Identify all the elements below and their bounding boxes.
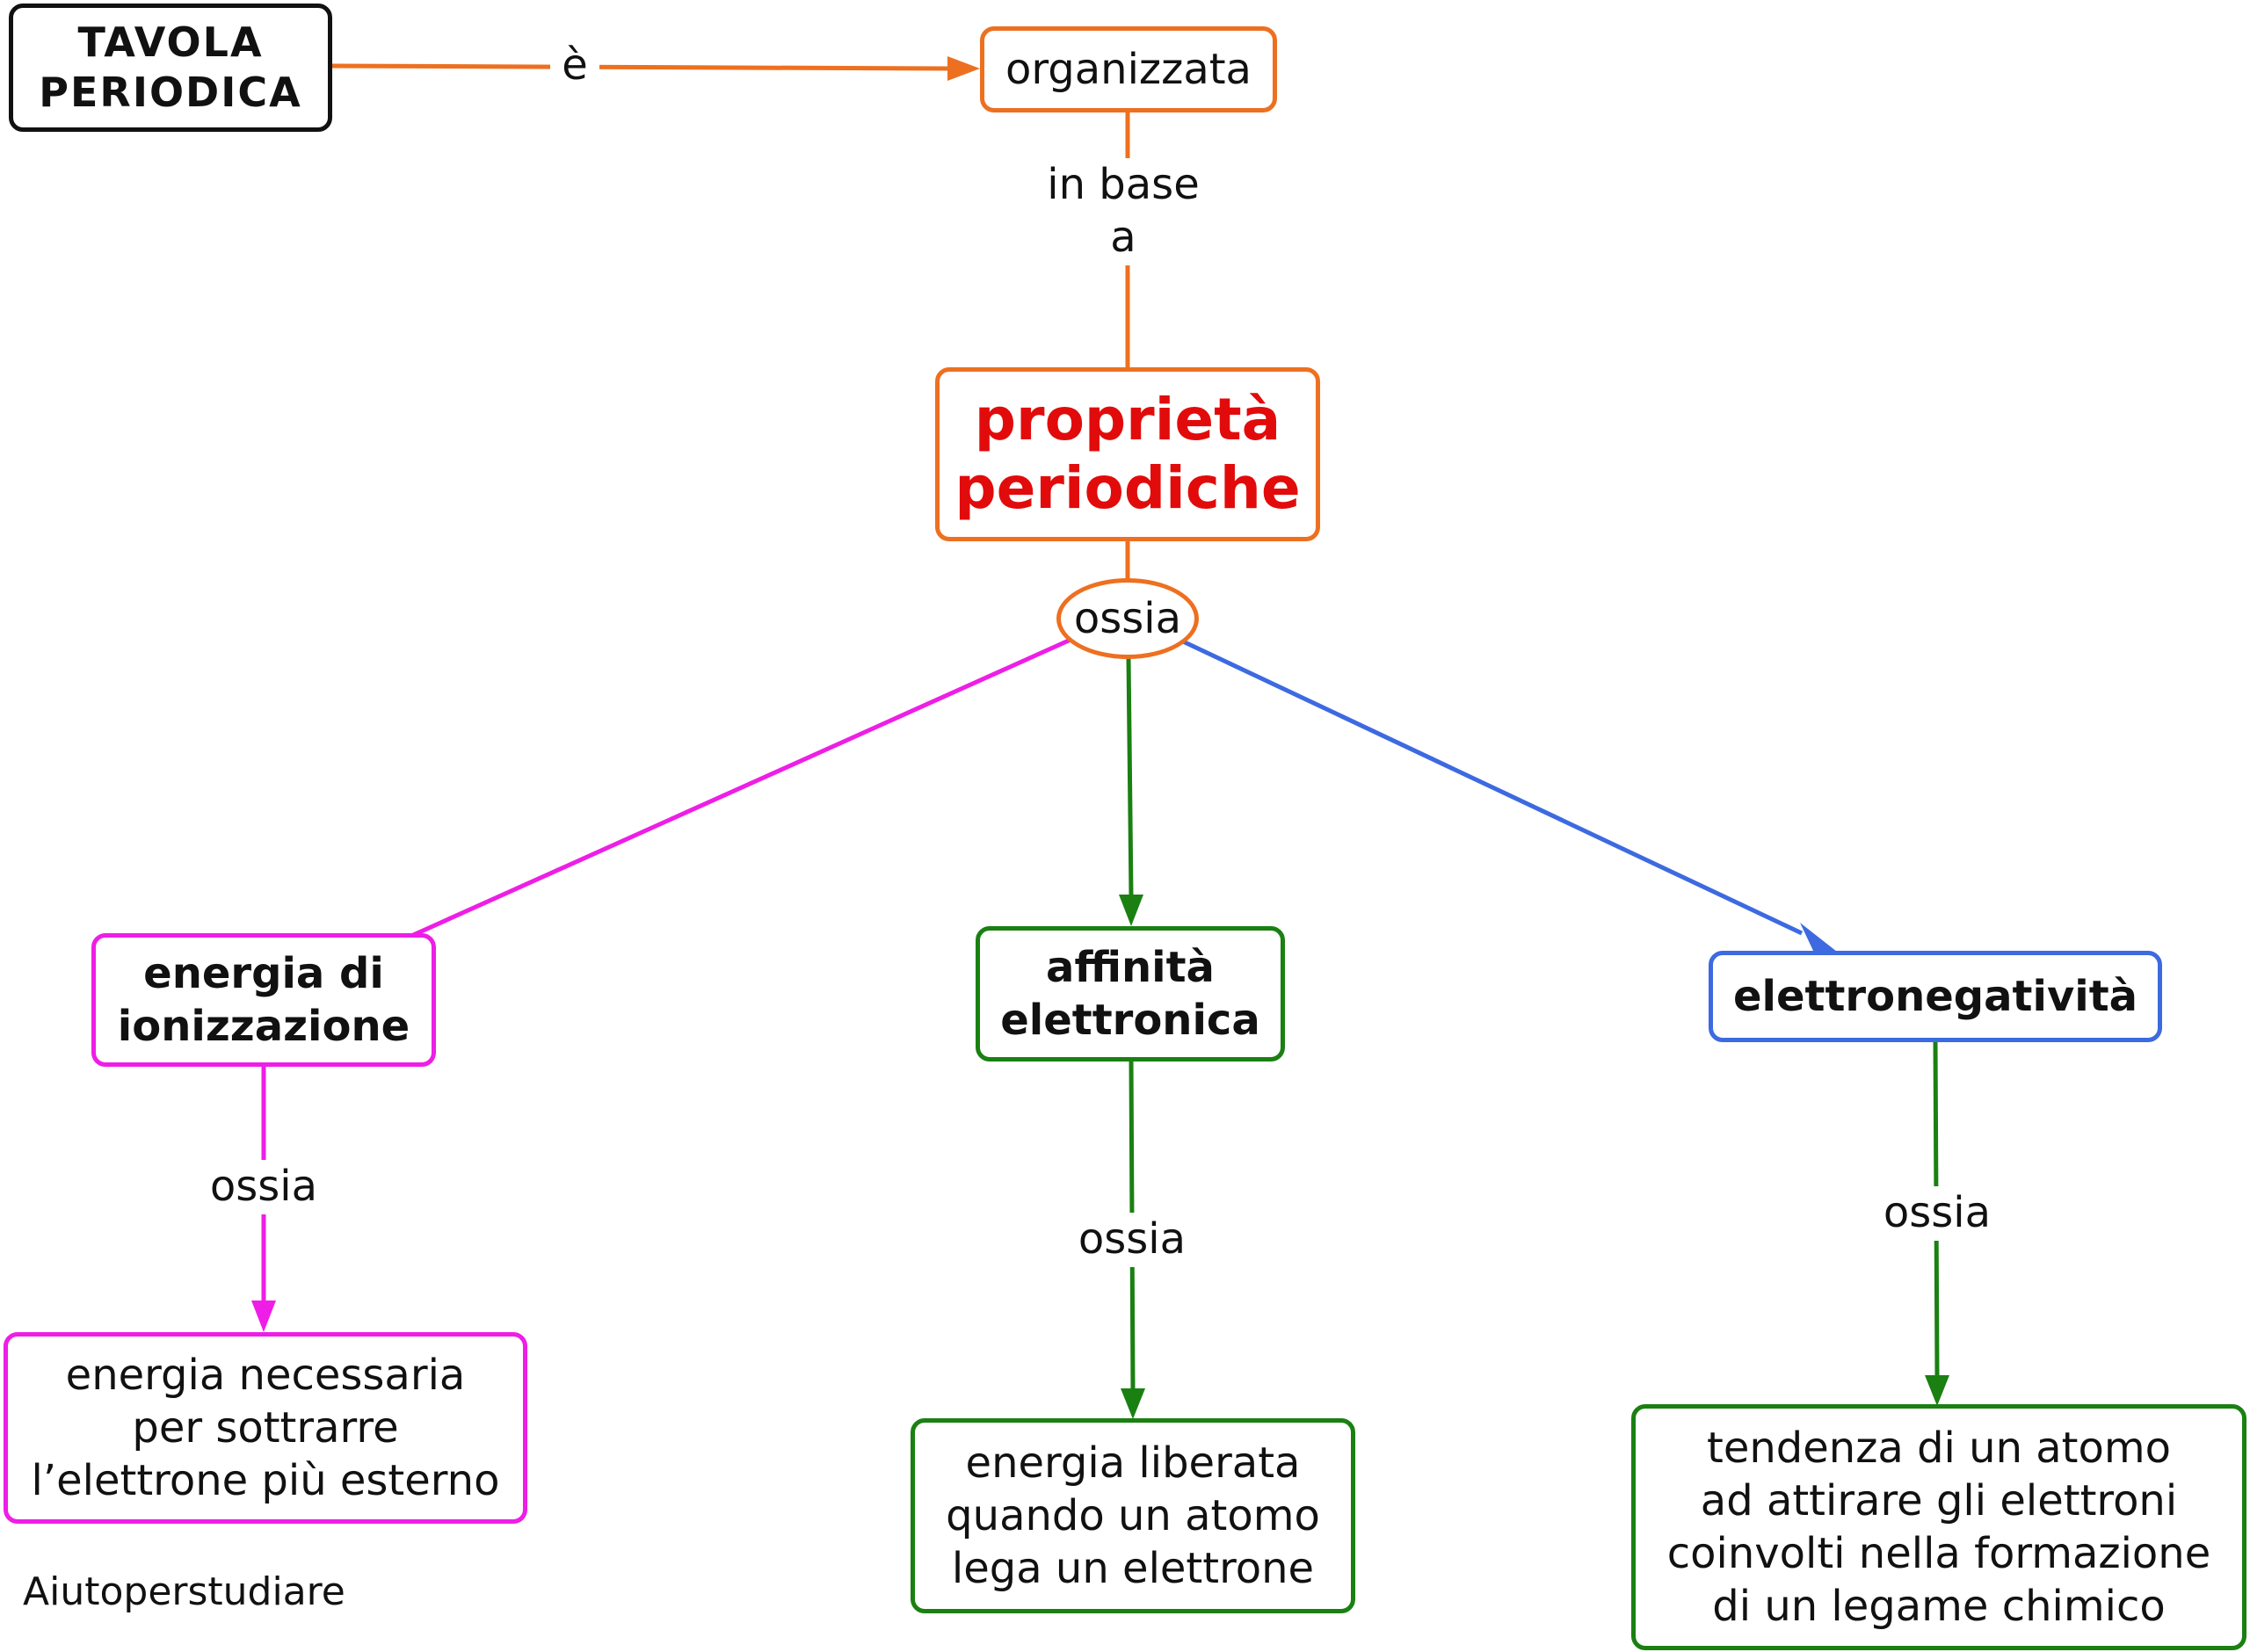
node-tavola-periodica[interactable]: TAVOLA PERIODICA bbox=[9, 4, 332, 132]
node-affinita-elettronica[interactable]: affinità elettronica bbox=[976, 926, 1285, 1061]
node-desc-affinita[interactable]: energia liberata quando un atomo lega un… bbox=[911, 1418, 1355, 1613]
arrowhead-desc-aff bbox=[1121, 1388, 1145, 1419]
arrowhead-desc-eneg bbox=[1925, 1375, 1949, 1406]
link-ossia-elettroneg bbox=[1181, 639, 1804, 936]
arrowhead-desc-ion bbox=[251, 1301, 276, 1332]
arrowhead-elettroneg bbox=[1800, 923, 1837, 953]
node-proprieta-periodiche[interactable]: proprietà periodiche bbox=[935, 367, 1320, 541]
link-ossia-energia-ion bbox=[410, 637, 1072, 938]
link-label-e: è bbox=[550, 39, 599, 93]
link-ossia-affinita bbox=[1126, 656, 1134, 897]
node-elettronegativita[interactable]: elettronegatività bbox=[1709, 951, 2162, 1042]
arrowhead-affinita bbox=[1119, 895, 1143, 926]
node-desc-ionizzazione[interactable]: energia necessaria per sottrarre l’elett… bbox=[4, 1332, 527, 1524]
node-energia-ionizzazione[interactable]: energia di ionizzazione bbox=[91, 933, 436, 1067]
link-label-ossia-ion: ossia bbox=[195, 1160, 332, 1214]
link-tavola-organizzata bbox=[331, 63, 950, 71]
link-label-ossia-eneg: ossia bbox=[1869, 1186, 2006, 1241]
arrowhead-organizzata bbox=[947, 56, 980, 81]
link-label-ossia-aff: ossia bbox=[1063, 1213, 1201, 1267]
link-label-in-base-a: in base a bbox=[1027, 158, 1220, 265]
node-desc-elettronegativita[interactable]: tendenza di un atomo ad attirare gli ele… bbox=[1631, 1404, 2246, 1650]
watermark-text: Aiutoperstudiare bbox=[23, 1569, 345, 1614]
node-organizzata[interactable]: organizzata bbox=[980, 26, 1277, 112]
node-ossia-center[interactable]: ossia bbox=[1056, 578, 1199, 659]
